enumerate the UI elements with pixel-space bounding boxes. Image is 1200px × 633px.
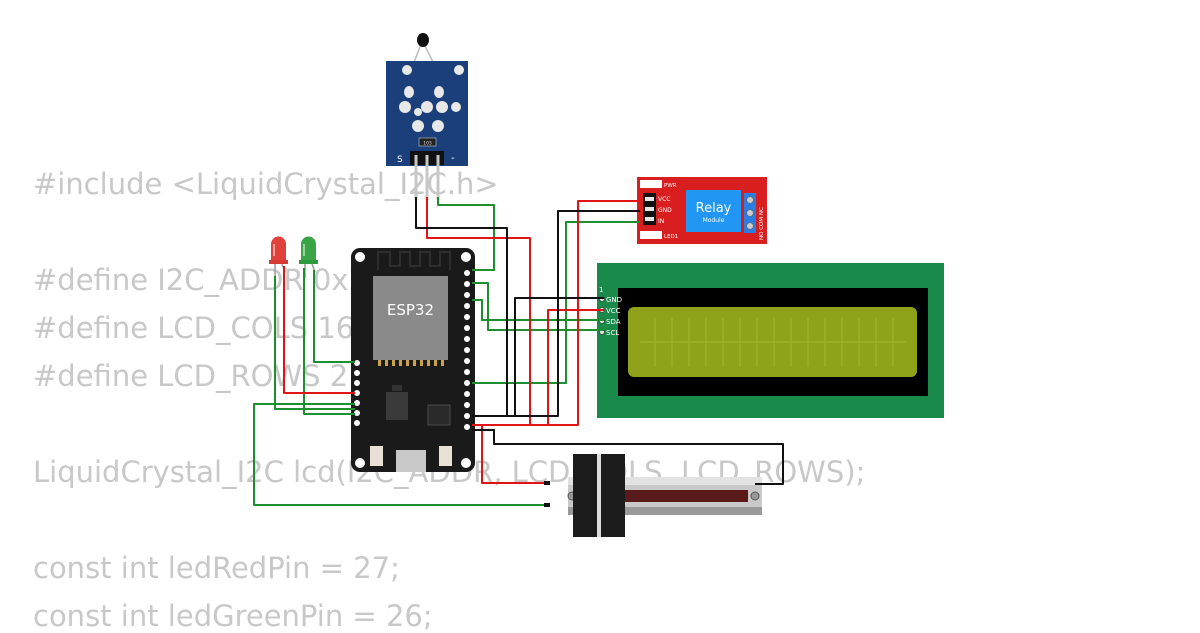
code-line-define-rows: #define LCD_ROWS 2 [33,359,349,393]
lcd-pin-vcc: VCC [606,307,621,315]
pot-screw-right [750,491,760,501]
wire-lcd-gnd [472,297,604,417]
relay-subtitle: Module [703,217,725,224]
code-line-green-pin: const int ledGreenPin = 26; [33,599,433,633]
relay-module[interactable]: PWR LED1 VCC GND IN Relay Module NO COM … [637,177,767,244]
sensor-pin-s: S [397,155,403,165]
esp32-en-button[interactable] [439,446,452,466]
relay-pins [645,197,654,221]
esp32-module-shield [373,276,448,360]
led-red-rim [269,260,288,264]
led-green[interactable] [299,236,318,278]
wire-led-red-gnd [274,276,355,410]
wire-lcd-sda [472,282,604,331]
relay-label-pwr: PWR [664,183,677,189]
temperature-sensor[interactable]: 103 S - [386,33,468,200]
wire-relay-gnd [472,210,640,417]
wire-relay-vcc [472,200,640,426]
wire-led-red [283,266,355,394]
wires [253,197,784,506]
lcd-char-grid [640,318,906,367]
code-line-define-addr: #define I2C_ADDR 0x27 [33,263,386,297]
wire-pot-signal [253,403,550,506]
wire-lcd-scl [472,299,604,321]
led-green-rim [299,260,318,264]
wire-led-green [313,270,355,363]
relay-status-led [640,231,662,239]
esp32-regulator [386,392,408,420]
sensor-resistor [418,137,437,147]
lcd-pin-scl: SCL [606,329,619,337]
wire-sensor-signal [437,197,495,271]
esp32-boot-button[interactable] [370,446,383,466]
code-line-red-pin: const int ledRedPin = 27; [33,551,400,585]
esp32-usb-port [396,450,426,472]
esp32-castellated-pads [378,360,444,366]
pot-slider-mark [597,454,601,537]
wire-pot-gnd [472,429,784,485]
sensor-pins [414,155,440,200]
sensor-pads [399,65,464,132]
sensor-pin-minus: - [451,153,455,164]
wire-lcd-vcc [547,309,604,425]
lcd-pin1-label: 1 [599,286,603,294]
relay-block [686,190,741,232]
slide-potentiometer[interactable] [567,454,762,537]
wire-pot-vcc [472,424,548,484]
lcd-pin-sda: SDA [606,318,621,326]
pot-pins [544,481,550,507]
wire-led-green-gnd [303,268,355,415]
code-line-include: #include <LiquidCrystal_I2C.h> [33,167,499,201]
esp32-regulator-tab [392,385,402,391]
led-red[interactable] [269,236,288,278]
esp32-board[interactable]: ESP32 [351,248,475,472]
sensor-board [386,61,468,166]
relay-pin-gnd: GND [658,207,672,214]
relay-pwr-led [640,180,662,188]
pot-shadow [568,507,762,515]
wire-relay-in [472,221,640,384]
esp32-mount-holes [355,252,471,468]
thermistor-bead [417,33,429,47]
sensor-resistor-label: 103 [423,141,432,147]
relay-label-led: LED1 [664,234,678,240]
esp32-usb-chip [427,404,451,426]
pot-highlight [568,477,762,485]
relay-contacts-label: NO COM NC [759,207,765,240]
relay-terminal-screws [746,196,754,230]
esp32-left-pin-row [354,360,360,426]
code-line-define-cols: #define LCD_COLS 16 [33,311,355,345]
esp32-right-pin-row [464,270,470,430]
esp32-antenna [377,251,451,270]
pot-track [600,490,748,502]
relay-pin-in: IN [658,218,664,225]
relay-title: Relay [696,201,732,216]
lcd-pin-gnd: GND [606,296,622,304]
esp32-label: ESP32 [387,301,434,319]
lcd-display[interactable]: 1 GND VCC SDA SCL [597,263,944,418]
relay-pin-vcc: VCC [658,196,670,203]
